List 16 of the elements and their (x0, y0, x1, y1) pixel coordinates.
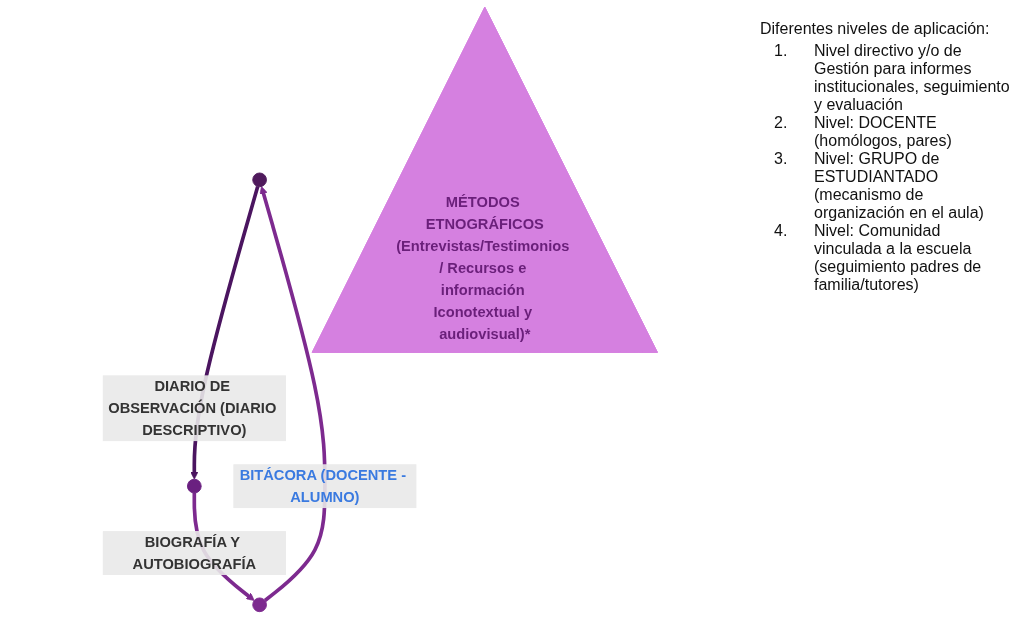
list-item-text: Nivel: DOCENTE (homólogos, pares) (814, 114, 953, 150)
edge-label: BITÁCORA (DOCENTE - ALUMNO) (239, 466, 407, 505)
arrow (259, 186, 327, 602)
list-number: 3. (774, 150, 789, 169)
list-item-text: Nivel: GRUPO de ESTUDIANTADO (mecanismo de organización en el aula) (814, 150, 985, 222)
node-circle (187, 478, 202, 494)
node-circle (252, 172, 267, 188)
node-circle (252, 597, 267, 613)
list-item-text: Nivel: Comunidad vinculada a la escuela (seguimiento padres de familia/tutores) (814, 222, 983, 294)
list-heading: Diferentes niveles de aplicación: (760, 20, 991, 38)
list-item-text: Nivel directivo y/o de Gestión para informes institucionales, seguimiento y evaluación (814, 42, 1010, 114)
list-number: 2. (774, 114, 789, 133)
edge-label: DIARIO DE OBSERVACIÓN (DIARIO DESCRIPTIVO) (108, 378, 277, 438)
edge-label: BIOGRAFÍA Y AUTOBIOGRAFÍA (132, 533, 257, 572)
list-number: 1. (774, 42, 789, 61)
list-number: 4. (774, 222, 789, 241)
